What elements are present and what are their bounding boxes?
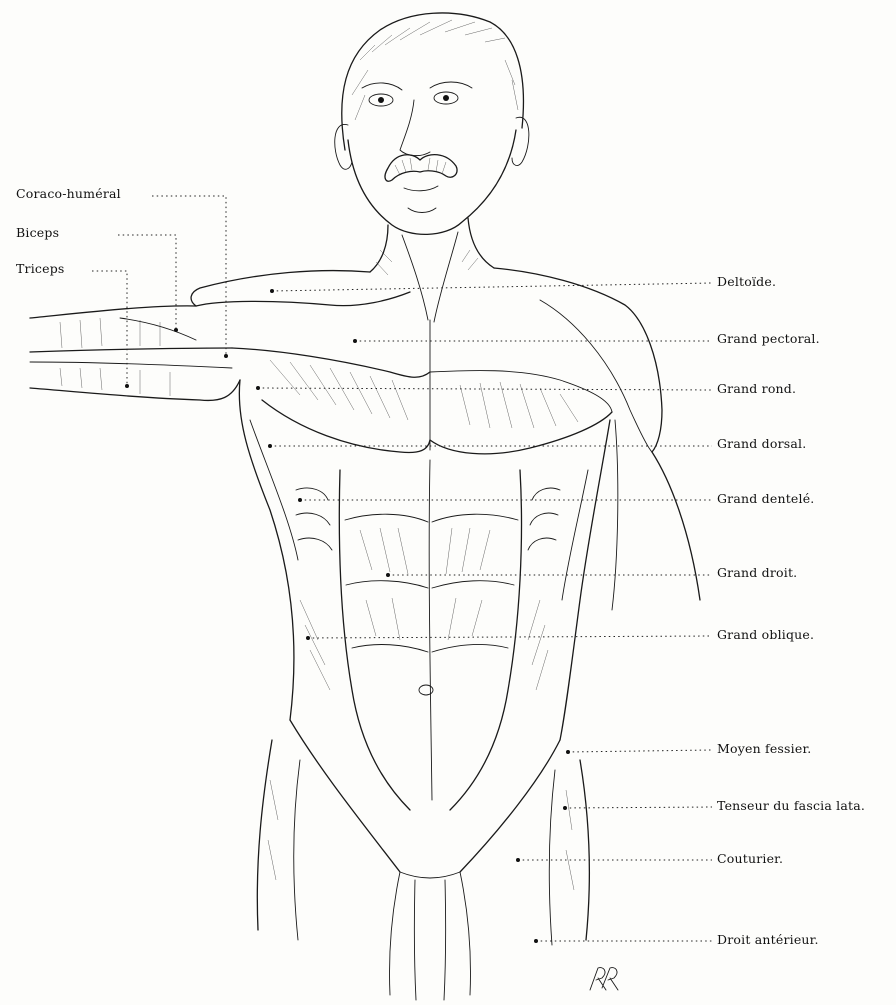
leader-lines [92,196,712,943]
marker-triceps [125,384,129,388]
arm-drawing [30,306,240,401]
thighs-drawing [257,740,589,1000]
leader-grand-oblique [308,636,712,638]
label-tenseur: Tenseur du fascia lata. [717,799,865,813]
artist-signature [590,968,618,990]
marker-grand-oblique [306,636,310,640]
label-biceps: Biceps [16,226,59,240]
label-triceps: Triceps [16,262,65,276]
label-grand-dentele: Grand dentelé. [717,492,814,506]
torso-drawing [191,268,700,878]
label-grand-dorsal: Grand dorsal. [717,437,806,451]
label-droit-anterieur: Droit antérieur. [717,933,819,947]
marker-grand-pectoral [353,339,357,343]
marker-grand-dorsal [268,444,272,448]
head-drawing [335,13,529,234]
marker-grand-droit [386,573,390,577]
marker-grand-rond [256,386,260,390]
leader-triceps [92,271,127,386]
marker-droit-anterieur [534,939,538,943]
label-moyen-fessier: Moyen fessier. [717,742,811,756]
label-grand-rond: Grand rond. [717,382,796,396]
leader-deltoide [272,283,712,291]
marker-tenseur [563,806,567,810]
label-couturier: Couturier. [717,852,783,866]
leader-tenseur [565,807,712,808]
leader-biceps [118,235,176,330]
leader-moyen-fessier [568,750,712,752]
label-grand-droit: Grand droit. [717,566,797,580]
label-grand-pectoral: Grand pectoral. [717,332,820,346]
marker-grand-dentele [298,498,302,502]
marker-couturier [516,858,520,862]
label-coraco-humeral: Coraco-huméral [16,187,121,201]
marker-biceps [174,328,178,332]
marker-moyen-fessier [566,750,570,754]
leader-coraco-humeral [152,196,226,356]
marker-coraco-humeral [224,354,228,358]
marker-deltoide [270,289,274,293]
label-grand-oblique: Grand oblique. [717,628,814,642]
label-deltoide: Deltoïde. [717,275,776,289]
